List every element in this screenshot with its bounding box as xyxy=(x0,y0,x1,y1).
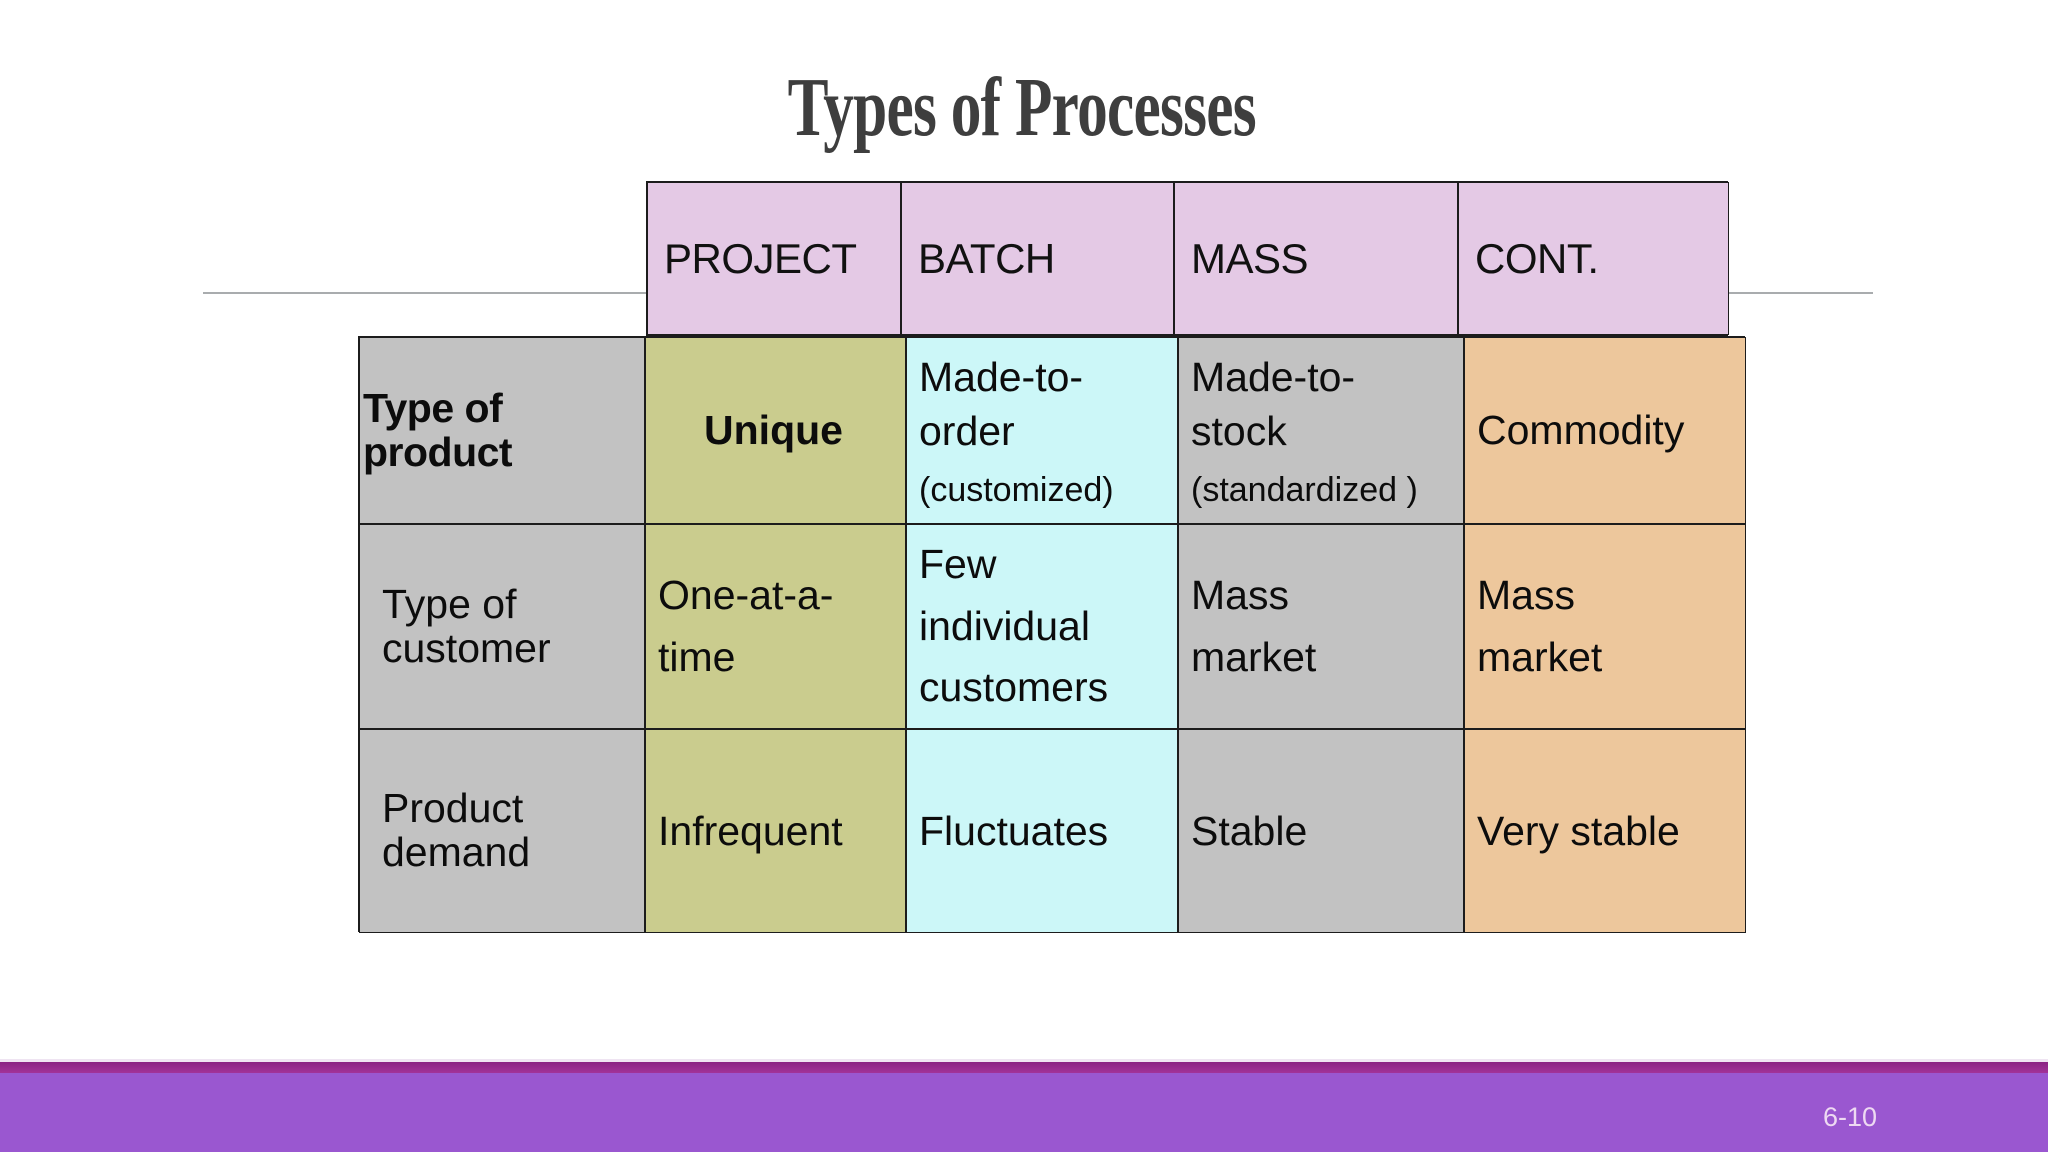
cell-text: Very stable xyxy=(1477,807,1680,854)
footer-highlight-line xyxy=(0,1059,2048,1062)
table-cell-project-demand: Infrequent xyxy=(645,729,906,933)
cell-subtext: (standardized ) xyxy=(1191,470,1418,509)
table-cell-project-product: Unique xyxy=(645,337,906,524)
table-cell-batch-product: Made-to- order (customized) xyxy=(906,337,1178,524)
cell-text: Infrequent xyxy=(658,807,843,854)
page-number: 6-10 xyxy=(1822,1102,1878,1132)
column-header-label: BATCH xyxy=(918,234,1055,282)
row-header-product-demand: Product demand xyxy=(359,729,645,933)
cell-subtext: (customized) xyxy=(919,470,1114,509)
column-header-mass: MASS xyxy=(1174,182,1458,335)
row-header-type-of-product: Type of product xyxy=(359,337,645,524)
table-cell-cont-demand: Very stable xyxy=(1464,729,1746,933)
page-title: Types of Processes xyxy=(0,61,2044,154)
cell-text: Fluctuates xyxy=(919,807,1109,854)
table-cell-mass-product: Made-to- stock (standardized ) xyxy=(1178,337,1464,524)
row-header-label: Type of customer xyxy=(382,580,551,671)
row-header-type-of-customer: Type of customer xyxy=(359,524,645,729)
footer-bar xyxy=(0,1073,2048,1152)
column-header-label: CONT. xyxy=(1475,234,1599,282)
column-header-label: MASS xyxy=(1191,234,1309,282)
cell-text: Unique xyxy=(704,407,843,453)
cell-text: One-at-a- time xyxy=(658,572,834,680)
table-cell-project-customer: One-at-a- time xyxy=(645,524,906,729)
row-header-label: Product demand xyxy=(382,785,531,875)
process-table-header-row: PROJECT BATCH MASS CONT. xyxy=(646,181,1729,336)
table-cell-cont-product: Commodity xyxy=(1464,337,1746,524)
table-cell-batch-customer: Few individual customers xyxy=(906,524,1178,729)
column-header-project: PROJECT xyxy=(647,182,901,335)
cell-text: Mass market xyxy=(1477,572,1603,680)
cell-text: Stable xyxy=(1191,807,1308,854)
table-cell-batch-demand: Fluctuates xyxy=(906,729,1178,933)
process-table-body: Type of product Unique Made-to- order (c… xyxy=(358,336,1746,933)
column-header-batch: BATCH xyxy=(901,182,1174,335)
column-header-label: PROJECT xyxy=(664,234,857,282)
cell-text: Made-to- stock xyxy=(1191,354,1356,454)
row-header-label: Type of product xyxy=(363,384,513,475)
cell-text: Commodity xyxy=(1477,407,1685,453)
cell-text: Made-to- order xyxy=(919,354,1084,454)
page-title-text: Types of Processes xyxy=(787,61,1257,154)
table-cell-cont-customer: Mass market xyxy=(1464,524,1746,729)
cell-text: Mass market xyxy=(1191,572,1317,680)
cell-text: Few individual customers xyxy=(919,541,1109,711)
footer-accent-strip xyxy=(0,1062,2048,1073)
table-cell-mass-demand: Stable xyxy=(1178,729,1464,933)
column-header-cont: CONT. xyxy=(1458,182,1729,335)
table-cell-mass-customer: Mass market xyxy=(1178,524,1464,729)
